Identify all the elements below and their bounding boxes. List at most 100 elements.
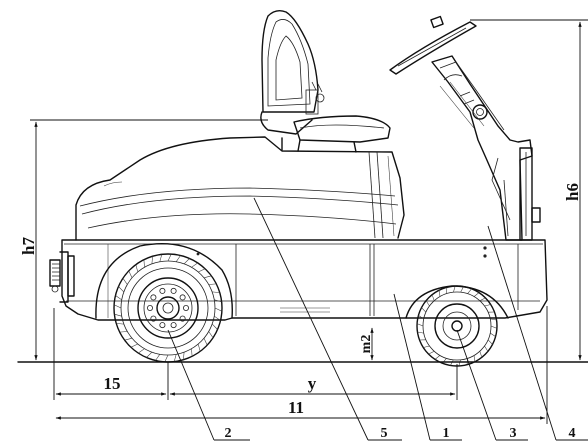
tread-block: [130, 343, 138, 348]
tread-block: [183, 258, 190, 264]
tread-block: [173, 354, 177, 362]
tread-block: [124, 337, 133, 341]
steering-column: [389, 15, 541, 241]
lug-nut: [150, 315, 157, 322]
tread-block: [431, 294, 435, 301]
label-h6: h6: [563, 183, 582, 201]
tread-block: [113, 304, 122, 309]
callout-1: 1: [393, 293, 462, 441]
tread-block: [421, 307, 427, 313]
tread-block: [490, 318, 497, 321]
label-y: y: [308, 374, 317, 393]
label-h7: h7: [19, 237, 38, 255]
rear-tow-coupling: [49, 251, 75, 303]
tread-block: [155, 354, 161, 361]
tread-block: [423, 345, 430, 348]
tread-block: [208, 283, 217, 285]
tread-block: [122, 278, 128, 285]
tread-block: [116, 323, 124, 325]
callout-4: 4: [487, 225, 588, 441]
tread-block: [175, 255, 181, 262]
tread-block: [191, 262, 198, 268]
tread-block: [418, 315, 424, 320]
rear-wheel-lug-nuts: [146, 287, 189, 329]
callout-5: 5: [253, 197, 402, 441]
tread-block: [119, 331, 128, 333]
tread-block: [473, 292, 480, 297]
tread-block: [118, 286, 124, 293]
tread-block: [453, 285, 456, 293]
tread-block: [151, 256, 153, 264]
tread-block: [208, 331, 214, 338]
tread-block: [434, 355, 441, 360]
label-11: 11: [288, 398, 304, 417]
tread-block: [479, 297, 486, 301]
tread-block: [214, 315, 221, 321]
lug-nut: [182, 304, 189, 311]
tread-block: [197, 343, 201, 352]
lug-nut: [179, 315, 186, 322]
tread-block: [428, 351, 435, 355]
rear-tire-tread: [113, 253, 223, 363]
tread-block: [416, 323, 424, 327]
callout-label-3: 3: [510, 426, 517, 441]
tread-block: [214, 299, 222, 303]
callout-label-4: 4: [569, 426, 576, 441]
tread-block: [212, 291, 220, 293]
callout-3: 3: [456, 329, 528, 441]
tread-block: [128, 270, 133, 278]
lug-nut: [170, 322, 177, 329]
callout-2: 2: [167, 329, 250, 441]
tread-block: [484, 345, 489, 352]
lug-nut: [150, 294, 157, 301]
tread-block: [198, 268, 206, 273]
lug-nut: [170, 287, 177, 294]
tread-block: [458, 359, 461, 367]
tread-block: [214, 307, 223, 312]
tread-block: [203, 275, 212, 279]
tread-block: [115, 295, 122, 301]
tractor-outline: [17, 9, 588, 367]
chassis-frame: [61, 239, 548, 321]
tread-block: [490, 332, 496, 337]
tread-block: [460, 286, 464, 293]
tread-block: [490, 325, 498, 329]
lug-nut: [146, 304, 153, 311]
tread-block: [203, 338, 208, 346]
tread-block: [191, 348, 193, 357]
dimension-11: 11: [55, 306, 548, 424]
tread-block: [138, 348, 145, 354]
lug-nut: [179, 294, 186, 301]
tread-block: [183, 352, 185, 360]
tread-block: [212, 323, 218, 330]
rear-wheel: [95, 243, 233, 363]
tread-block: [143, 259, 145, 268]
tread-block: [479, 351, 483, 358]
tread-block: [135, 264, 139, 273]
tread-block: [473, 355, 476, 362]
tread-block: [484, 304, 491, 307]
driver-seat: [260, 9, 391, 153]
front-tire-tread: [416, 285, 498, 367]
tread-block: [425, 300, 430, 307]
callout-label-2: 2: [225, 426, 232, 441]
dimension-m2: m2: [359, 327, 374, 361]
lug-nut: [159, 287, 166, 294]
callout-label-1: 1: [443, 426, 450, 441]
tread-block: [167, 253, 172, 262]
tread-block: [164, 354, 169, 363]
tread-block: [438, 290, 441, 297]
label-15: 15: [104, 374, 121, 393]
tread-block: [114, 313, 122, 317]
dimension-y: y: [169, 364, 458, 400]
tread-block: [417, 331, 424, 334]
callout-label-5: 5: [381, 426, 388, 441]
front-wheel: [405, 285, 509, 367]
dimension-h7: h7: [19, 119, 268, 361]
tread-block: [146, 352, 153, 358]
tread-block: [467, 288, 472, 294]
tread-block: [159, 254, 163, 262]
lug-nut: [159, 322, 166, 329]
label-m2: m2: [359, 335, 374, 354]
